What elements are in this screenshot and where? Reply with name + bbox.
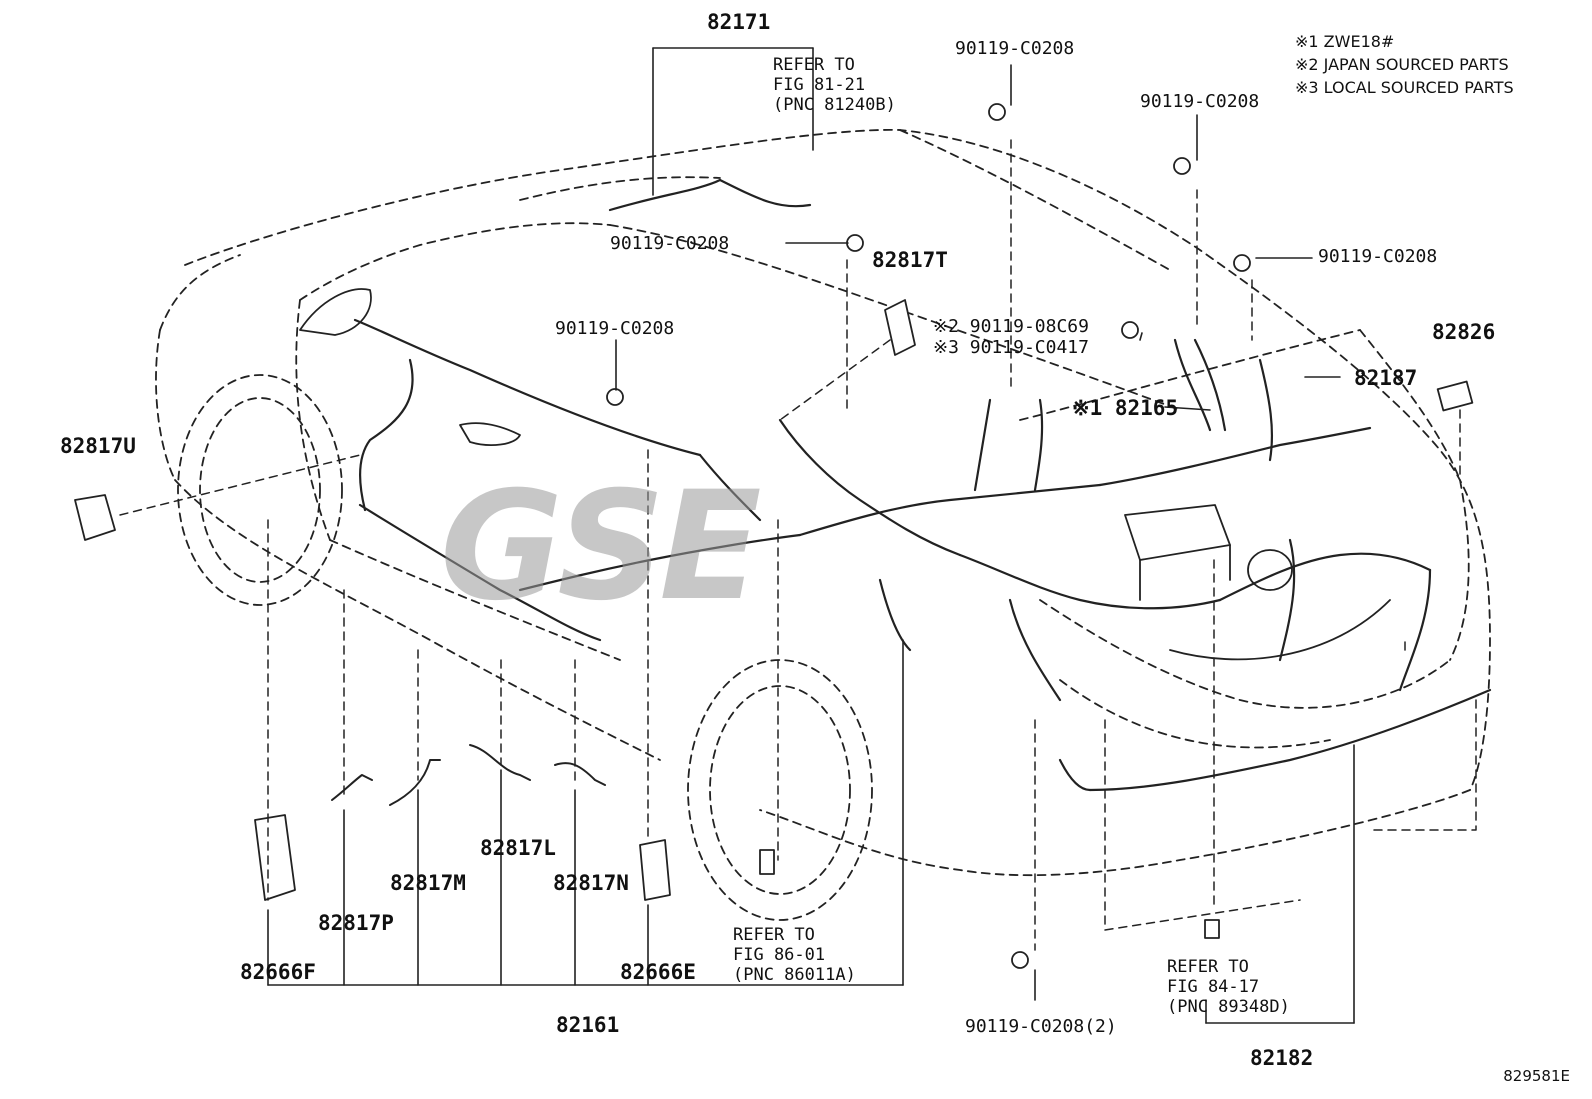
label-bolt-local[interactable]: ※3 90119-C0417 [933, 337, 1089, 358]
label-82187[interactable]: 82187 [1354, 366, 1418, 390]
part-82826 [1436, 380, 1474, 412]
note-3: ※3 LOCAL SOURCED PARTS [1295, 78, 1514, 98]
subharness-sketches [331, 744, 606, 806]
door-handle [459, 422, 521, 446]
label-82161[interactable]: 82161 [556, 1013, 620, 1037]
label-bolt-top-right[interactable]: 90119-C0208 [1140, 91, 1260, 112]
watermark: GSE [440, 460, 762, 634]
ref-86-01-line-3: (PNC 86011A) [733, 965, 856, 986]
bolt-4 [1233, 254, 1251, 272]
bolt-1 [988, 103, 1006, 121]
part-82666e [639, 839, 671, 901]
label-82817t[interactable]: 82817T [872, 248, 948, 272]
note-1: ※1 ZWE18# [1295, 32, 1395, 51]
trunk-lid [1169, 549, 1391, 661]
bolt-3 [846, 234, 864, 252]
ref-86-01-line-1: REFER TO [733, 925, 815, 945]
ref-84-17-line-2: FIG 84-17 [1167, 977, 1260, 998]
label-82817p[interactable]: 82817P [318, 911, 394, 935]
label-82182[interactable]: 82182 [1250, 1046, 1314, 1070]
ref-84-17-line-3: (PNC 89348D) [1167, 997, 1290, 1018]
part-82817t [884, 299, 916, 356]
label-bolt-roof[interactable]: 90119-C0208 [610, 233, 730, 254]
bolt-5 [606, 388, 624, 406]
leader-lines [267, 47, 1355, 1024]
ref-86-01-line-2: FIG 86-01 [733, 945, 826, 966]
ref-fig-84-17[interactable]: REFER TO FIG 84-17 (PNC 89348D) [1167, 957, 1290, 1017]
label-bolt-b-pillar[interactable]: 90119-C0208 [555, 318, 675, 339]
notes-legend: ※1 ZWE18# ※2 JAPAN SOURCED PARTS ※3 LOCA… [1295, 30, 1514, 100]
wire-harnesses [353, 178, 1492, 792]
bolt-2 [1173, 157, 1191, 175]
part-82817u [74, 494, 116, 541]
ref-81-21-line-2: FIG 81-21 [773, 75, 866, 96]
note-2: ※2 JAPAN SOURCED PARTS [1295, 55, 1509, 75]
label-bolt-japan[interactable]: ※2 90119-08C69 [933, 316, 1089, 337]
ref-84-17-line-1: REFER TO [1167, 957, 1249, 977]
part-connector-b [1204, 919, 1220, 939]
label-82817m[interactable]: 82817M [390, 871, 466, 895]
label-bolt-top-center[interactable]: 90119-C0208 [955, 38, 1075, 59]
label-bolt-bottom[interactable]: 90119-C0208(2) [965, 1016, 1117, 1037]
battery [1124, 504, 1231, 601]
label-82817n[interactable]: 82817N [553, 871, 629, 895]
components [74, 299, 1474, 939]
label-82817l[interactable]: 82817L [480, 836, 556, 860]
label-82171[interactable]: 82171 [707, 10, 771, 34]
label-bolt-right[interactable]: 90119-C0208 [1318, 246, 1438, 267]
part-82666f [254, 814, 296, 901]
dashed-reference-lines [119, 139, 1477, 951]
car-body-outline [155, 128, 1491, 877]
label-82817u[interactable]: 82817U [60, 434, 136, 458]
rear-wheel [687, 659, 873, 921]
bolt-7 [1011, 951, 1029, 969]
label-82165[interactable]: ※1 82165 [1072, 396, 1179, 420]
part-connector-a [759, 849, 775, 875]
label-82666e[interactable]: 82666E [620, 960, 696, 984]
front-wheel [177, 374, 343, 606]
figure-id: 829581E [1503, 1067, 1570, 1085]
ref-fig-86-01[interactable]: REFER TO FIG 86-01 (PNC 86011A) [733, 925, 856, 985]
label-82826[interactable]: 82826 [1432, 320, 1496, 344]
label-82666f[interactable]: 82666F [240, 960, 316, 984]
ref-fig-81-21[interactable]: REFER TO FIG 81-21 (PNC 81240B) [773, 55, 896, 115]
bolts [606, 103, 1251, 969]
door-mirror [299, 288, 372, 336]
bolt-6 [1121, 321, 1139, 339]
ref-81-21-line-1: REFER TO [773, 55, 855, 75]
ref-81-21-line-3: (PNC 81240B) [773, 95, 896, 116]
